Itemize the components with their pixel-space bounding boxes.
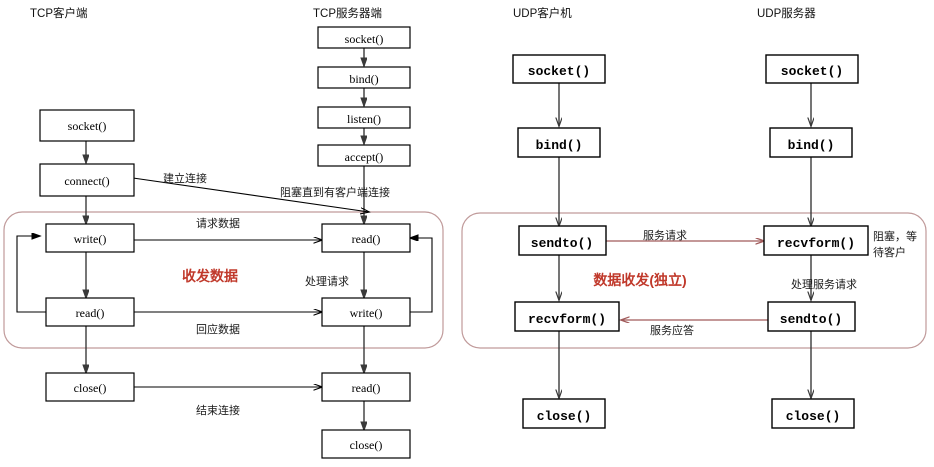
label-request-data: 请求数据 [196,216,240,230]
node-ts-read2[interactable]: read() [321,372,411,402]
label-handle-request: 处理请求 [305,275,349,288]
label-tcp-group: 收发数据 [182,268,238,284]
node-label: connect() [64,174,109,188]
node-label: accept() [345,150,384,164]
label-handle-service-request: 处理服务请求 [791,278,857,291]
node-label: sendto() [780,312,842,327]
label-establish-connection: 建立连接 [163,171,207,185]
node-label: recvform() [528,312,606,327]
node-label: close() [786,409,841,424]
node-us-sendto[interactable]: sendto() [767,301,856,332]
node-label: socket() [781,64,843,79]
arrow-establish-connection [133,178,369,212]
node-ts-listen[interactable]: listen() [317,106,411,129]
node-label: read() [352,381,381,395]
node-ts-read1[interactable]: read() [321,223,411,253]
node-ts-write[interactable]: write() [321,297,411,327]
label-blocking-wait-line1: 阻塞，等 [873,229,917,243]
label-block-until-client: 阻塞直到有客户端连接 [280,185,390,199]
node-label: bind() [536,138,583,153]
node-label: write() [74,232,107,246]
node-ts-accept[interactable]: accept() [317,144,411,167]
column-title-tcp-client: TCP客户端 [30,6,88,20]
node-label: close() [74,381,107,395]
column-title-tcp-server: TCP服务器端 [313,6,382,20]
node-label: listen() [347,112,381,126]
label-udp-group: 数据收发(独立) [593,272,686,288]
udp-data-exchange-group [461,212,927,349]
arrow-tc-client-loop [16,236,46,313]
node-label: write() [350,306,383,320]
node-uc-socket[interactable]: socket() [512,54,606,84]
node-label: bind() [788,138,835,153]
node-uc-recvform[interactable]: recvform() [514,301,620,332]
arrow-ts-server-loop [404,238,433,313]
node-tc-connect[interactable]: connect() [39,163,135,197]
node-label: socket() [528,64,590,79]
node-ts-bind[interactable]: bind() [317,66,411,89]
label-service-request: 服务请求 [643,229,687,242]
node-label: recvform() [777,236,855,251]
node-ts-close[interactable]: close() [321,429,411,459]
node-uc-bind[interactable]: bind() [517,127,601,158]
node-label: bind() [349,72,378,86]
node-label: sendto() [531,236,593,251]
label-reply-data: 回应数据 [196,322,240,336]
label-service-response: 服务应答 [650,323,694,337]
node-tc-socket[interactable]: socket() [39,109,135,142]
node-tc-close[interactable]: close() [45,372,135,402]
node-label: read() [352,232,381,246]
node-uc-sendto[interactable]: sendto() [518,225,607,256]
node-us-close[interactable]: close() [771,398,855,429]
node-us-socket[interactable]: socket() [765,54,859,84]
node-label: close() [350,438,383,452]
node-us-recvform[interactable]: recvform() [763,225,869,256]
node-tc-read[interactable]: read() [45,297,135,327]
label-end-connection: 结束连接 [196,404,240,417]
node-label: close() [537,409,592,424]
node-label: socket() [68,119,107,133]
node-tc-write[interactable]: write() [45,223,135,253]
column-title-udp-client: UDP客户机 [513,6,572,20]
column-title-udp-server: UDP服务器 [757,6,816,20]
node-label: socket() [345,32,384,46]
label-blocking-wait-line2: 待客户 [873,245,906,259]
node-ts-socket[interactable]: socket() [317,26,411,49]
node-us-bind[interactable]: bind() [769,127,853,158]
node-uc-close[interactable]: close() [522,398,606,429]
node-label: read() [76,306,105,320]
